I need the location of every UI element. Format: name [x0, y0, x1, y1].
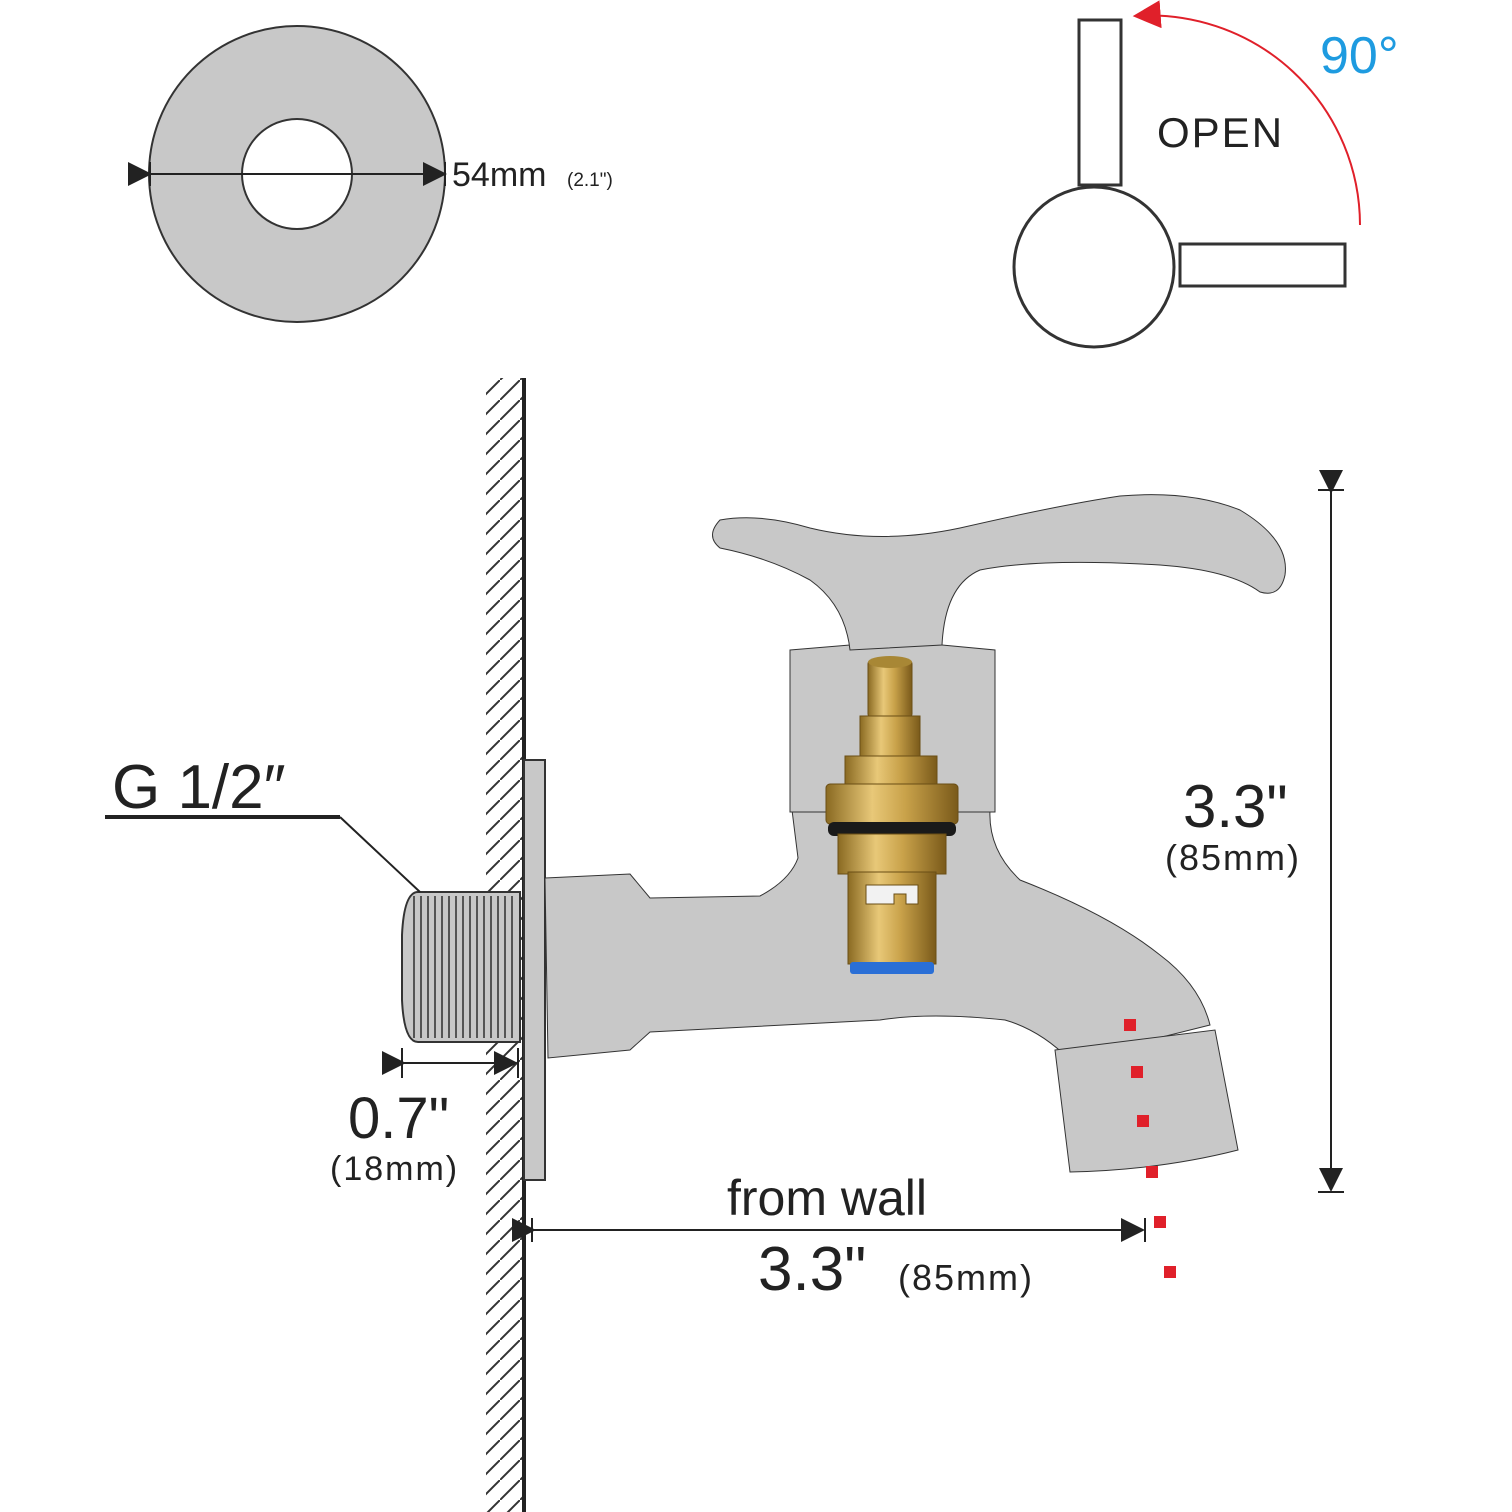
- water-drop: [1164, 1266, 1176, 1278]
- water-drop: [1154, 1216, 1166, 1228]
- flange-top-view: 54mm (2.1"): [128, 25, 613, 323]
- thread-spec-label: G 1/2″: [112, 753, 286, 822]
- reach-metric: (85mm): [898, 1257, 1034, 1298]
- rotation-arrow: [1132, 0, 1361, 226]
- height-metric: (85mm): [1165, 837, 1301, 878]
- thread-body: [401, 891, 521, 1043]
- thread-length-imperial: 0.7": [348, 1086, 449, 1151]
- cartridge-thread: [837, 833, 947, 875]
- faucet-handle: [712, 494, 1286, 651]
- water-stream: [1124, 1019, 1176, 1278]
- handle-lever-vertical: [1077, 18, 1123, 187]
- water-drop: [1137, 1115, 1149, 1127]
- flange-diameter-sub-label: (2.1"): [567, 170, 613, 191]
- height-dimension: 3.3" (85mm): [1165, 470, 1344, 1193]
- reach-dimension: from wall 3.3" (85mm): [512, 1170, 1146, 1304]
- cartridge-hex: [844, 755, 938, 787]
- handle-rotation-view: 90° OPEN: [1012, 0, 1399, 349]
- flange-plate-side: [523, 759, 546, 1181]
- thread-lines: [413, 896, 513, 1038]
- thread-length-metric: (18mm): [330, 1150, 459, 1188]
- open-label: OPEN: [1157, 109, 1284, 156]
- thread-callout: G 1/2″: [105, 753, 421, 893]
- water-drop: [1131, 1066, 1143, 1078]
- reach-caption: from wall: [727, 1170, 927, 1226]
- cartridge-seal: [850, 962, 934, 974]
- flange-diameter-label: 54mm: [452, 156, 546, 194]
- water-drop: [1146, 1166, 1158, 1178]
- cartridge-ceramic-window: [865, 884, 919, 905]
- faucet-nozzle: [1054, 1029, 1239, 1173]
- rotation-angle-label: 90°: [1320, 27, 1399, 85]
- height-imperial: 3.3": [1183, 773, 1288, 840]
- cartridge-o-ring: [828, 822, 956, 836]
- reach-imperial: 3.3": [758, 1235, 866, 1304]
- threaded-inlet: [401, 891, 521, 1043]
- valve-cartridge: [825, 656, 959, 974]
- thread-length-dimension: 0.7" (18mm): [330, 1048, 519, 1188]
- water-drop: [1124, 1019, 1136, 1031]
- cartridge-spline: [867, 659, 913, 719]
- handle-hub: [1012, 185, 1176, 349]
- handle-lever-horizontal: [1178, 242, 1347, 288]
